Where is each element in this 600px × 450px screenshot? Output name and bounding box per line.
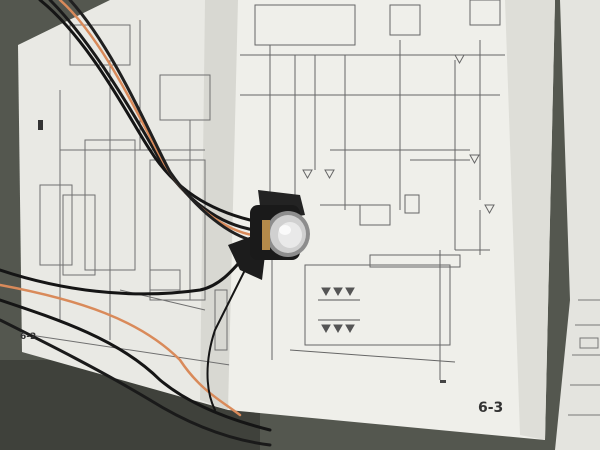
third-page <box>555 0 600 450</box>
left-page <box>18 0 245 410</box>
right-page-number: 6-3 <box>478 400 504 416</box>
right-page <box>228 0 555 440</box>
push-button-switch <box>228 190 310 280</box>
left-page-number: 6-2 <box>20 332 37 342</box>
